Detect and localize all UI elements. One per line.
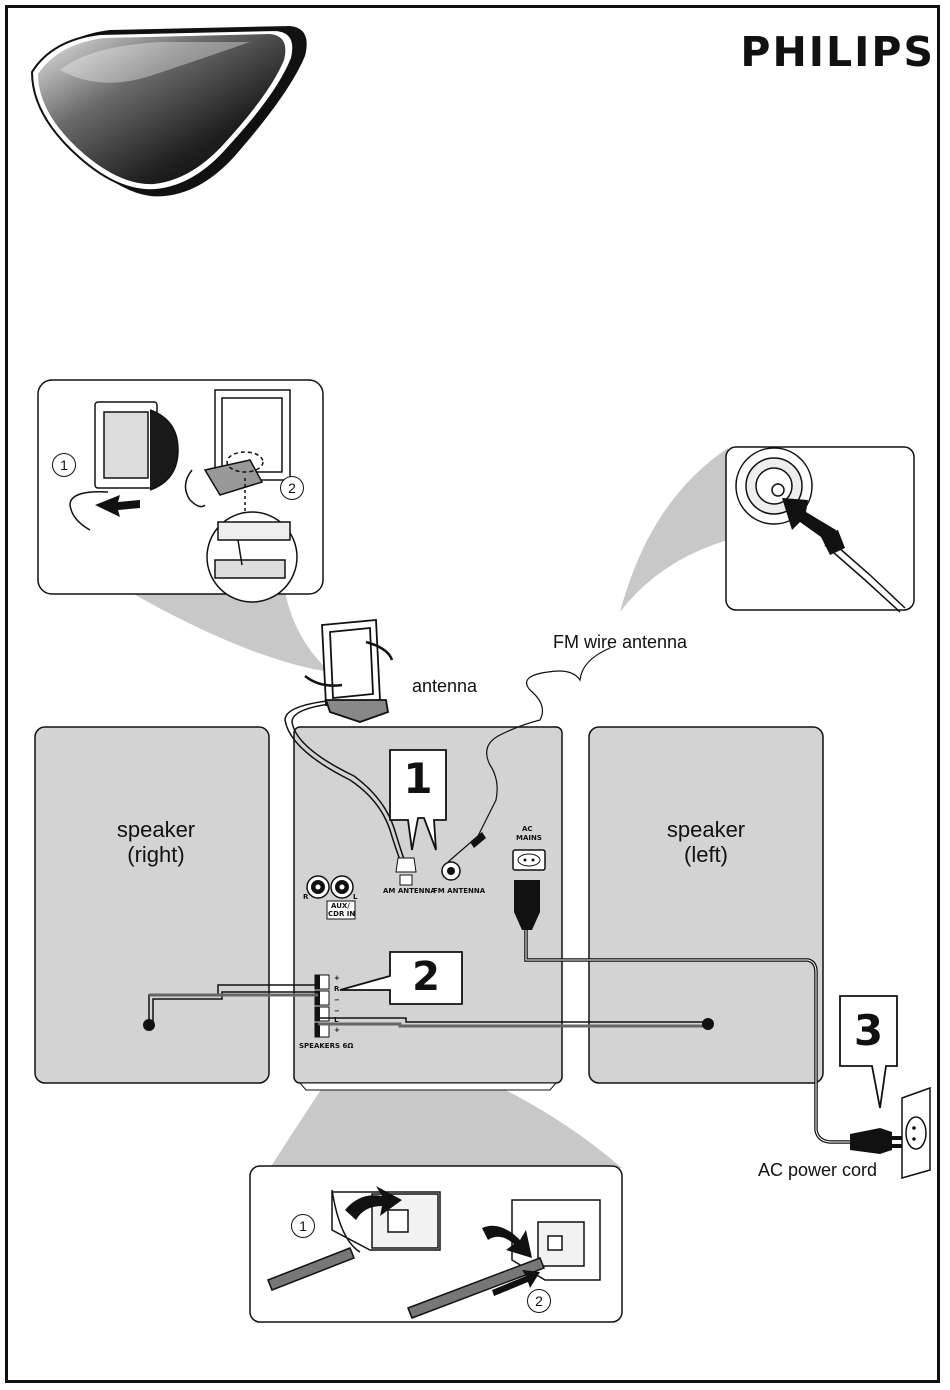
am-antenna-label: antenna [412, 676, 477, 697]
speaker-left-line2: (left) [626, 842, 786, 867]
speaker-right-label: speaker (right) [76, 817, 236, 868]
aux-l-label: L [353, 893, 357, 901]
ac-mains-label: AC [522, 825, 533, 833]
terminal-detail-marker-2: 2 [527, 1289, 551, 1313]
speaker-right-line2: (right) [76, 842, 236, 867]
terminal-mark-6: + [334, 1026, 340, 1034]
step-1-number: 1 [390, 754, 446, 803]
aux-in-line1: AUX/ [331, 902, 350, 910]
speaker-terminal-detail-box [250, 1166, 622, 1322]
speakers-terminal-label: SPEAKERS 6Ω [299, 1042, 353, 1050]
speaker-right-line1: speaker [76, 817, 236, 842]
ac-mains-line1: AC [522, 825, 533, 833]
fm-antenna-label: FM wire antenna [553, 632, 687, 653]
terminal-mark-5: L [334, 1016, 338, 1024]
fm-jack-label: FM ANTENNA [433, 887, 485, 895]
fm-jack-detail-box [726, 447, 914, 612]
speaker-left-label: speaker (left) [626, 817, 786, 868]
speaker-left-line1: speaker [626, 817, 786, 842]
terminal-mark-1: + [334, 974, 340, 982]
wall-socket [902, 1088, 930, 1178]
am-jack-label: AM ANTENNA [383, 887, 436, 895]
terminal-mark-3: − [334, 996, 340, 1004]
terminal-mark-4: − [334, 1007, 340, 1015]
aux-r-label: R [303, 893, 308, 901]
am-detail-marker-1: 1 [52, 453, 76, 477]
terminal-detail-marker-1: 1 [291, 1214, 315, 1238]
step-2-number: 2 [390, 954, 462, 1000]
terminal-mark-2: R [334, 985, 339, 993]
ac-power-cord-label: AC power cord [758, 1160, 877, 1181]
brand-logo: PHILIPS [700, 28, 935, 76]
shield-emblem [32, 26, 307, 196]
step-3-number: 3 [840, 1006, 897, 1055]
ac-mains-line2: MAINS [516, 834, 542, 842]
aux-in-line2: CDR IN [328, 910, 355, 918]
am-detail-marker-2: 2 [280, 476, 304, 500]
